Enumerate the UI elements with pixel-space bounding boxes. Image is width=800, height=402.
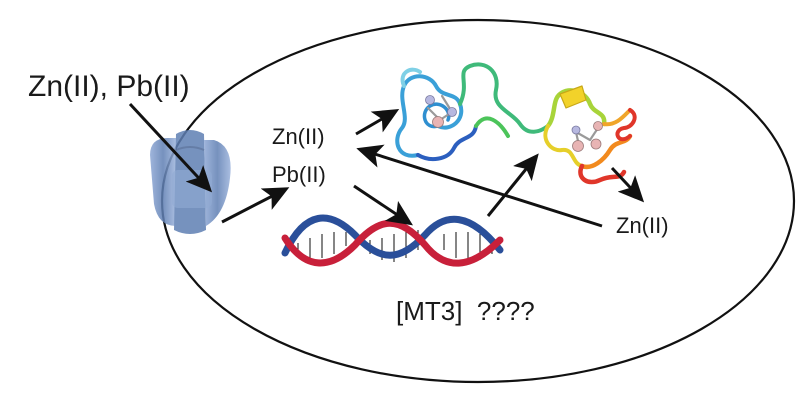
cell-membrane [160, 18, 796, 384]
metal-ion-icon [432, 116, 444, 128]
label-released-zn: Zn(II) [616, 213, 669, 238]
label-mt3-question: [MT3] ???? [396, 296, 535, 326]
metallothionein-protein-ribbon-icon [395, 62, 637, 185]
arrow-released-zn-to-inside-zn [356, 144, 603, 228]
arrow-dna-to-protein [486, 153, 539, 217]
label-inside-pb: Pb(II) [272, 162, 326, 187]
arrow-zn-to-protein [355, 108, 400, 136]
arrow-pb-to-dna [353, 184, 413, 226]
metal-ion-icon [447, 107, 457, 117]
metal-ion-icon [571, 125, 581, 135]
dna-double-helix-icon [281, 214, 504, 267]
label-outside-ions: Zn(II), Pb(II) [28, 70, 190, 103]
membrane-transporter-icon [150, 130, 231, 234]
metal-ion-icon [572, 140, 584, 152]
arrow-protein-to-released-zn [610, 166, 645, 203]
metal-ion-icon [593, 121, 603, 131]
arrow-outside-to-transporter [128, 102, 213, 193]
metal-ion-icon [425, 95, 435, 105]
arrow-transporter-to-inside [221, 187, 290, 224]
label-inside-zn: Zn(II) [272, 124, 325, 149]
metal-ion-icon [590, 138, 602, 150]
